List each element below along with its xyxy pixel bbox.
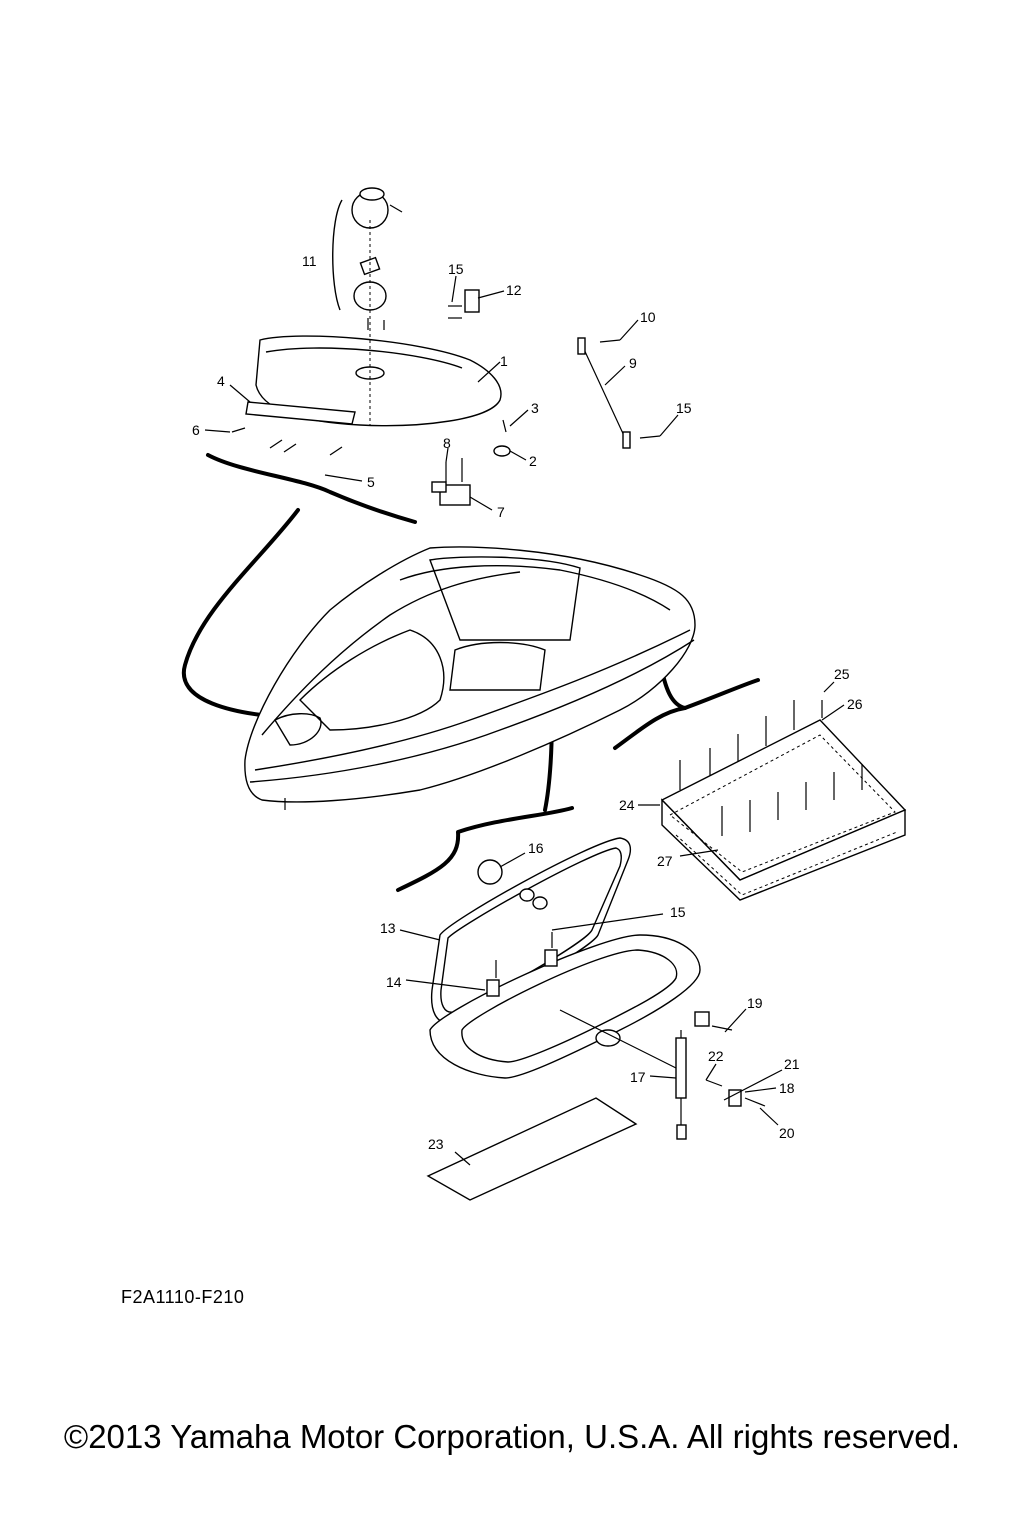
callout-27: 27 [657,853,673,869]
callout-2: 2 [529,453,537,469]
callout-13: 13 [380,920,396,936]
leader-lines [204,275,845,1166]
hinge-strip [245,401,356,425]
latch-7 [431,458,471,506]
knob-16 [477,859,548,910]
callout-20: 20 [779,1125,795,1141]
grating-screws [679,700,863,836]
screw-3 [502,419,507,433]
callout-11: 11 [302,253,317,269]
callout-7: 7 [497,504,505,520]
callout-19: 19 [747,995,763,1011]
callout-26: 26 [847,696,863,712]
pointer-line-upper [206,453,417,524]
bumper-2 [493,445,511,457]
callout-14: 14 [386,974,402,990]
grating-panel [660,719,907,901]
mat-23 [426,1097,638,1201]
callout-17: 17 [630,1069,646,1085]
callout-9: 9 [629,355,637,371]
storage-frame [429,934,701,1079]
stay-rod-9 [577,337,661,449]
callout-15-right: 15 [676,400,692,416]
callout-1: 1 [500,353,508,369]
callout-12: 12 [506,282,522,298]
callout-18: 18 [779,1080,795,1096]
latch-12 [448,289,480,319]
callout-labels: 1 2 3 4 5 6 7 8 9 10 11 12 13 14 15 15 1… [192,253,863,1152]
pointer-line-lower [396,806,574,892]
hinge-14 [486,932,558,997]
callout-15-lower: 15 [670,904,686,920]
copyright-notice: ©2013 Yamaha Motor Corporation, U.S.A. A… [63,1418,961,1455]
boat-hull [244,546,696,810]
callout-25: 25 [834,666,850,682]
callout-15-upper: 15 [448,261,464,277]
screws-6 [231,427,343,456]
callout-6: 6 [192,422,200,438]
cup-holder-assembly [332,187,403,425]
pointer-line-to-bow [181,508,300,720]
bracket-18-22 [694,1011,766,1107]
callout-5: 5 [367,474,375,490]
callout-16: 16 [528,840,544,856]
callout-4: 4 [217,373,225,389]
callout-24: 24 [619,797,635,813]
callout-10: 10 [640,309,656,325]
callout-23: 23 [428,1136,444,1152]
callout-22: 22 [708,1048,724,1064]
callout-3: 3 [531,400,539,416]
gas-spring-17 [559,1009,687,1140]
diagram-code: F2A1110-F210 [121,1287,245,1307]
callout-21: 21 [784,1056,800,1072]
callout-8: 8 [443,435,451,451]
